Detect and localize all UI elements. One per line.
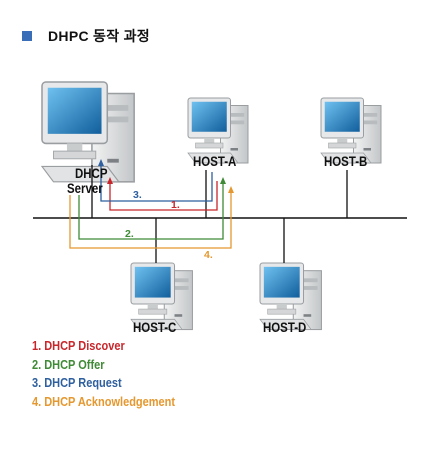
legend-item-ack: 4. DHCP Acknowledgement <box>32 394 176 409</box>
discover-number: 1. <box>171 199 180 211</box>
legend-item-discover: 1. DHCP Discover <box>32 339 125 353</box>
title-bullet-icon <box>22 31 32 41</box>
request-number: 3. <box>133 189 142 201</box>
discover-arrow <box>107 177 218 211</box>
legend: 1. DHCP Discover 2. DHCP Offer 3. DHCP R… <box>32 337 195 411</box>
offer-number: 2. <box>125 228 134 240</box>
legend-item-offer: 2. DHCP Offer <box>32 357 105 372</box>
host-d-label: HOST-D <box>263 320 306 335</box>
ack-number: 4. <box>204 249 213 261</box>
title-row: DHPC 동작 과정 <box>22 26 150 46</box>
legend-item-request: 3. DHCP Request <box>32 376 122 390</box>
server-label-line1: DHCP <box>75 166 107 181</box>
request-arrow <box>98 159 213 202</box>
host-b-label: HOST-B <box>324 154 367 169</box>
host-a-label: HOST-A <box>193 154 236 169</box>
page-title: DHPC 동작 과정 <box>48 28 150 44</box>
offer-arrow <box>78 177 226 240</box>
host-c-label: HOST-C <box>133 320 176 335</box>
ack-arrow <box>69 186 234 249</box>
server-label-line2: Server <box>67 181 103 196</box>
